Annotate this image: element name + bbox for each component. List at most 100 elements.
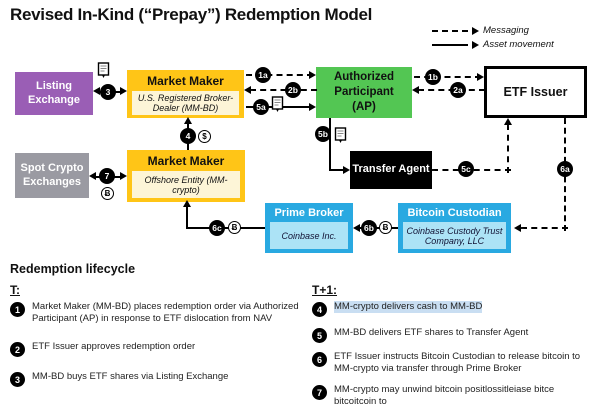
step-number: 7 — [312, 385, 327, 400]
box-market-maker-us: Market Maker U.S. Registered Broker-Deal… — [127, 70, 244, 118]
box-prime-broker: Prime Broker Coinbase Inc. — [265, 203, 353, 253]
step-text: MM-BD delivers ETF shares to Transfer Ag… — [334, 327, 529, 338]
arrowhead-icon — [353, 224, 360, 232]
lifecycle-item-4: 4 MM-crypto delivers cash to MM-BD — [312, 301, 594, 317]
arrowhead-icon — [183, 200, 191, 207]
legend-asset-label: Asset movement — [483, 39, 554, 50]
step-text: Market Maker (MM-BD) places redemption o… — [32, 301, 299, 325]
step-badge-2b: 2b — [285, 82, 301, 98]
box-title: Bitcoin Custodian — [407, 207, 502, 219]
arrowhead-icon — [184, 117, 192, 124]
page-title: Revised In-Kind (“Prepay”) Redemption Mo… — [10, 5, 373, 24]
box-subtitle: U.S. Registered Broker-Dealer (MM-BD) — [132, 90, 239, 115]
step-badge-5b: 5b — [315, 126, 331, 142]
step-badge-6a: 6a — [557, 161, 573, 177]
arrow-step6c-v — [186, 206, 188, 228]
dashed-arrow-icon — [432, 29, 468, 32]
step-text: ETF Issuer instructs Bitcoin Custodian t… — [334, 351, 581, 375]
step-badge-1a: 1a — [255, 67, 271, 83]
arrowhead-icon — [472, 40, 479, 49]
certificate-icon — [334, 127, 347, 143]
box-subtitle: Coinbase Inc. — [270, 222, 348, 249]
arrowhead-icon — [504, 118, 512, 125]
step-number: 6 — [312, 352, 327, 367]
arrowhead-icon — [244, 86, 251, 94]
lifecycle-t1-label: T+1: — [312, 283, 338, 297]
box-title: Market Maker — [147, 73, 224, 88]
arrow-step6b — [359, 227, 398, 229]
arrowhead-icon — [120, 87, 127, 95]
box-title: Prime Broker — [274, 207, 344, 219]
step-number: 3 — [10, 372, 25, 387]
step-number: 1 — [10, 302, 25, 317]
lifecycle-item-3: 3 MM-BD buys ETF shares via Listing Exch… — [10, 371, 302, 387]
arrowhead-icon — [412, 86, 419, 94]
bitcoin-icon: Ƀ — [101, 187, 114, 200]
arrow-step5b-h — [329, 169, 345, 171]
lifecycle-heading: Redemption lifecycle — [10, 262, 136, 276]
arrowhead-icon — [309, 103, 316, 111]
certificate-icon — [97, 62, 110, 78]
box-market-maker-offshore: Market Maker Offshore Entity (MM-crypto) — [127, 150, 245, 202]
step-badge-6c: 6c — [209, 220, 225, 236]
step-number: 4 — [312, 302, 327, 317]
box-spot-crypto-exchanges: Spot Crypto Exchanges — [15, 153, 89, 198]
arrow-step1b — [414, 76, 481, 78]
bitcoin-icon: Ƀ — [228, 221, 241, 234]
arrowhead-icon — [477, 73, 484, 81]
step-badge-5a: 5a — [253, 99, 269, 115]
arrow-step5b — [329, 118, 331, 170]
arrow-step6c — [186, 227, 265, 229]
box-title: Authorized Participant (AP) — [333, 71, 395, 113]
step-badge-2a: 2a — [450, 82, 466, 98]
box-subtitle: Offshore Entity (MM-crypto) — [132, 171, 240, 198]
box-subtitle: Coinbase Custody Trust Company, LLC — [403, 222, 506, 249]
box-etf-issuer: ETF Issuer — [484, 66, 587, 118]
step-badge-5c: 5c — [458, 161, 474, 177]
step-badge-4: 4 — [180, 128, 196, 144]
arrow-step6a-h — [521, 227, 568, 229]
step-text: ETF Issuer approves redemption order — [32, 341, 196, 352]
box-listing-exchange: Listing Exchange — [15, 72, 93, 115]
legend-messaging: Messaging — [432, 25, 529, 36]
step-text: MM-BD buys ETF shares via Listing Exchan… — [32, 371, 229, 382]
lifecycle-item-1: 1 Market Maker (MM-BD) places redemption… — [10, 301, 302, 326]
arrow-step5c-v — [507, 124, 509, 173]
step-number: 2 — [10, 342, 25, 357]
arrowhead-icon — [472, 26, 479, 35]
lifecycle-item-5: 5 MM-BD delivers ETF shares to Transfer … — [312, 327, 594, 343]
box-transfer-agent: Transfer Agent — [350, 151, 432, 189]
lifecycle-item-7: 7 MM-crypto may unwind bitcoin positloss… — [312, 384, 594, 407]
arrowhead-icon — [89, 172, 96, 180]
step-badge-1b: 1b — [425, 69, 441, 85]
lifecycle-t-label: T: — [10, 283, 20, 297]
box-authorized-participant: Authorized Participant (AP) — [316, 67, 412, 118]
bitcoin-icon: Ƀ — [379, 221, 392, 234]
step-badge-7: 7 — [99, 168, 115, 184]
arrowhead-icon — [343, 166, 350, 174]
cash-icon: $ — [198, 130, 211, 143]
lifecycle-item-6: 6 ETF Issuer instructs Bitcoin Custodian… — [312, 351, 594, 376]
arrow-step1a — [246, 74, 313, 76]
box-title: Market Maker — [147, 154, 225, 168]
box-title: ETF Issuer — [503, 85, 568, 99]
solid-arrow-icon — [432, 43, 468, 46]
arrowhead-icon — [514, 224, 521, 232]
step-number: 5 — [312, 328, 327, 343]
step-text: MM-crypto may unwind bitcoin positlossit… — [334, 384, 555, 407]
legend-asset-movement: Asset movement — [432, 39, 554, 50]
legend-messaging-label: Messaging — [483, 25, 529, 36]
step-badge-3: 3 — [100, 84, 116, 100]
certificate-icon — [271, 96, 284, 112]
box-bitcoin-custodian: Bitcoin Custodian Coinbase Custody Trust… — [398, 203, 511, 253]
box-title: Spot Crypto Exchanges — [20, 161, 84, 188]
lifecycle-item-2: 2 ETF Issuer approves redemption order — [10, 341, 302, 357]
arrowhead-icon — [120, 172, 127, 180]
box-title: Listing Exchange — [28, 79, 80, 106]
step-badge-6b: 6b — [361, 220, 377, 236]
arrowhead-icon — [93, 87, 100, 95]
arrow-step2b — [250, 89, 317, 91]
box-title: Transfer Agent — [352, 163, 430, 176]
step-text-highlighted: MM-crypto delivers cash to MM-BD — [334, 301, 483, 314]
